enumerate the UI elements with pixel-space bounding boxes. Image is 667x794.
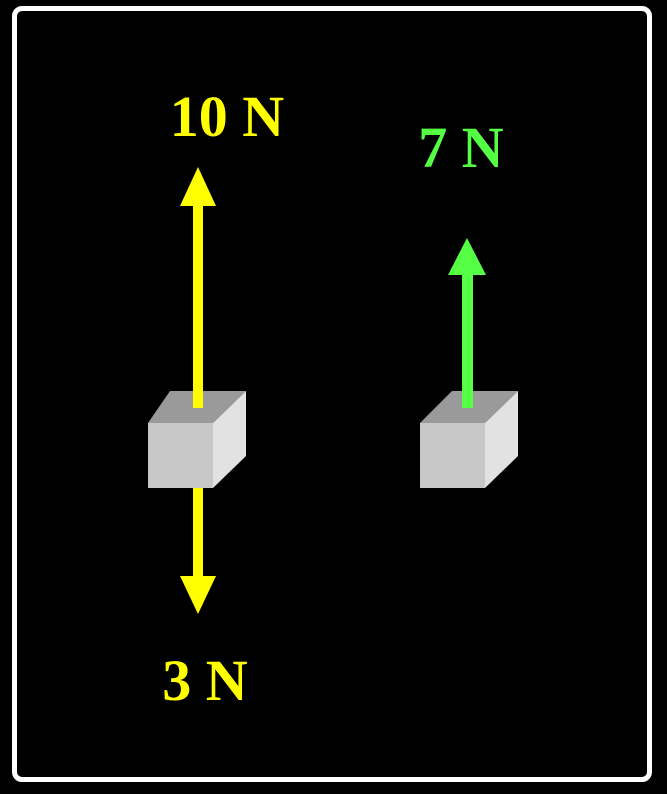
down-force-arrow [180, 488, 216, 614]
resultant-force-label: 7 N [418, 115, 504, 180]
down-force-label: 3 N [162, 648, 248, 713]
up-force-arrow [180, 167, 216, 408]
down-arrow-shaft [193, 488, 203, 584]
right-block-front-face [420, 423, 485, 488]
left-block-front-face [148, 423, 213, 488]
right-block-side-face [485, 391, 518, 488]
up-arrowhead [180, 167, 216, 206]
left-block-side-face [213, 391, 246, 488]
down-arrowhead [180, 576, 216, 614]
resultant-arrowhead [448, 238, 486, 275]
right-block [420, 391, 518, 488]
slide-frame [12, 6, 652, 782]
up-force-label: 10 N [170, 84, 285, 149]
up-arrow-shaft [193, 198, 203, 408]
resultant-arrow-shaft [462, 268, 473, 408]
resultant-force-arrow [448, 238, 486, 408]
